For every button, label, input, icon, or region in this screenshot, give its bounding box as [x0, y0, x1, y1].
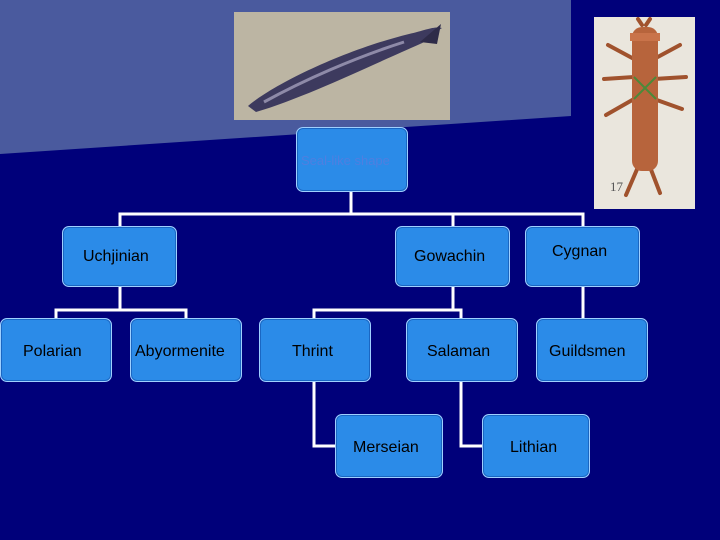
node-label: Lithian [510, 439, 558, 456]
node-label: Thrint [292, 343, 333, 360]
node-label: Abyormenite [135, 343, 225, 360]
connector-root [118, 190, 585, 228]
node-uchjinian: Uchjinian [62, 226, 177, 287]
node-guildsmen: Guildsmen [536, 318, 648, 382]
node-label: Seal-like shape [301, 153, 390, 168]
connector-gowachin [312, 285, 463, 320]
node-merseian: Merseian [335, 414, 443, 478]
node-cygnan: Cygnan [525, 226, 640, 287]
figure-caption: 17 [610, 179, 623, 194]
fish-photo [234, 12, 450, 120]
node-polarian: Polarian [0, 318, 112, 382]
node-label: Salaman [427, 343, 491, 360]
node-label: Guildsmen [549, 343, 626, 360]
connector-thrint [312, 380, 337, 448]
node-label: Polarian [23, 343, 82, 360]
node-gowachin: Gowachin [395, 226, 510, 287]
node-label: Merseian [353, 439, 419, 456]
figure-image [594, 17, 695, 209]
node-lithian: Lithian [482, 414, 590, 478]
node-label: Gowachin [414, 248, 486, 265]
connector-salaman [459, 380, 484, 448]
fish-image [234, 12, 450, 120]
node-thrint: Thrint [259, 318, 371, 382]
node-salaman: Salaman [406, 318, 518, 382]
connector-uchjinian [54, 285, 188, 320]
node-seal-like-shape: Seal-like shape [296, 127, 408, 192]
node-label: Cygnan [552, 243, 608, 260]
figure-photo: 17 [594, 17, 695, 209]
node-abyormenite: Abyormenite [130, 318, 242, 382]
node-label: Uchjinian [83, 248, 149, 265]
